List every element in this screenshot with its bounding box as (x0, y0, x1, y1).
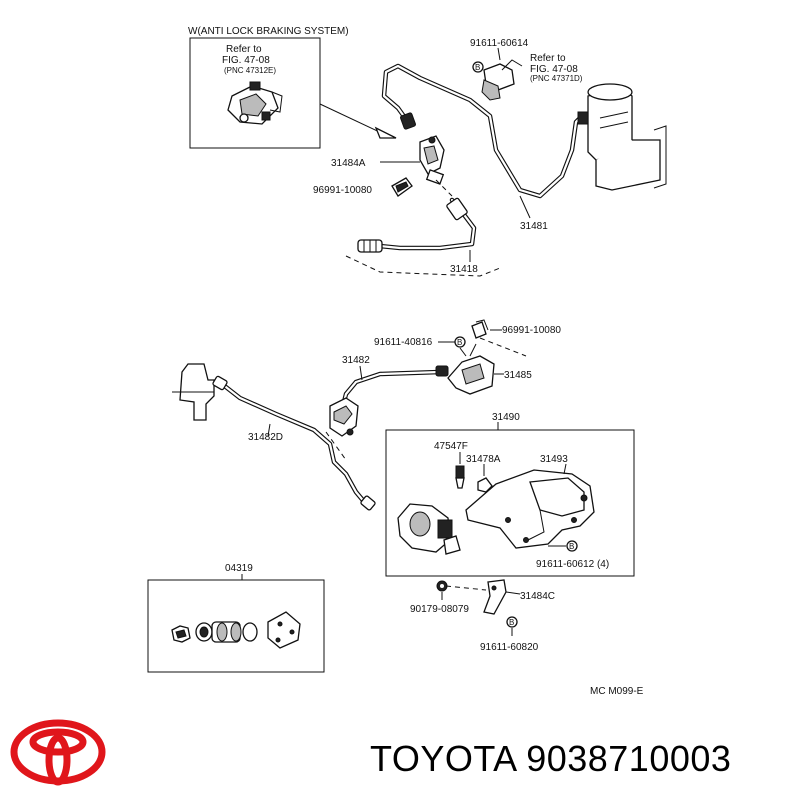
bleeder-47547F (455, 465, 465, 489)
bracket-31484C (483, 579, 507, 615)
abs-refer-line2: FIG. 47-08 (222, 55, 270, 66)
svg-text:B: B (569, 542, 574, 551)
repair-kit-04319: 04319 (147, 563, 325, 673)
label-91611-60820: 91611-60820 (480, 642, 539, 653)
hose-end (357, 239, 383, 253)
label-91611-40816: 91611-40816 (374, 337, 433, 348)
label-31482D: 31482D (248, 432, 283, 443)
abs-valve-drawing (227, 81, 283, 125)
abs-inset-frame (189, 37, 321, 149)
toyota-logo-icon (10, 719, 106, 786)
label-31490: 31490 (492, 412, 520, 423)
abs-refer-line3: (PNC 47312E) (224, 66, 276, 75)
label-31485: 31485 (504, 370, 532, 381)
label-31478A: 31478A (466, 454, 501, 465)
label-96991-10080-top: 96991-10080 (313, 185, 372, 196)
pipe-31482 (339, 369, 443, 413)
label-91611-60614: 91611-60614 (470, 38, 529, 49)
clip-bracket-top: B (472, 59, 523, 101)
top-refer-line1: Refer to (530, 53, 566, 64)
top-refer-line3: (PNC 47371D) (530, 74, 583, 83)
repair-kit-frame (147, 579, 325, 673)
abs-inset-title: W(ANTI LOCK BRAKING SYSTEM) (188, 26, 349, 37)
label-96991-10080-mid: 96991-10080 (502, 325, 561, 336)
proportioning-valve (397, 503, 461, 555)
abs-inset: W(ANTI LOCK BRAKING SYSTEM) Refer to FIG… (188, 26, 397, 149)
label-91611-60612: 91611-60612 (4) (536, 559, 609, 570)
label-31484A: 31484A (331, 158, 366, 169)
valve-31484A (419, 135, 445, 185)
brand-part-number: TOYOTA 9038710003 (370, 738, 732, 779)
nut-90179 (436, 580, 448, 592)
valve-assy-frame (385, 429, 635, 577)
svg-text:B: B (457, 338, 462, 347)
svg-text:B: B (475, 63, 480, 72)
label-31493: 31493 (540, 454, 568, 465)
abs-refer-line1: Refer to (226, 44, 262, 55)
cap-31478A (477, 477, 493, 493)
diagram-code: MC M099-E (590, 686, 644, 697)
label-31481: 31481 (520, 221, 548, 232)
svg-text:B: B (509, 618, 514, 627)
gasket-top (391, 177, 413, 197)
master-cylinder (577, 83, 667, 191)
bracket-31485 (447, 343, 495, 395)
label-04319: 04319 (225, 563, 253, 574)
middle-assembly: B (172, 319, 635, 636)
gasket-mid (471, 319, 489, 339)
label-31484C: 31484C (520, 591, 555, 602)
valve-31482 (329, 397, 359, 437)
bracket-31493 (465, 469, 595, 549)
label-31418: 31418 (450, 264, 478, 275)
top-refer-line2: FIG. 47-08 (530, 64, 578, 75)
label-31482: 31482 (342, 355, 370, 366)
label-47547F: 47547F (434, 441, 468, 452)
top-assembly: B (345, 47, 667, 277)
label-90179-08079: 90179-08079 (410, 604, 469, 615)
